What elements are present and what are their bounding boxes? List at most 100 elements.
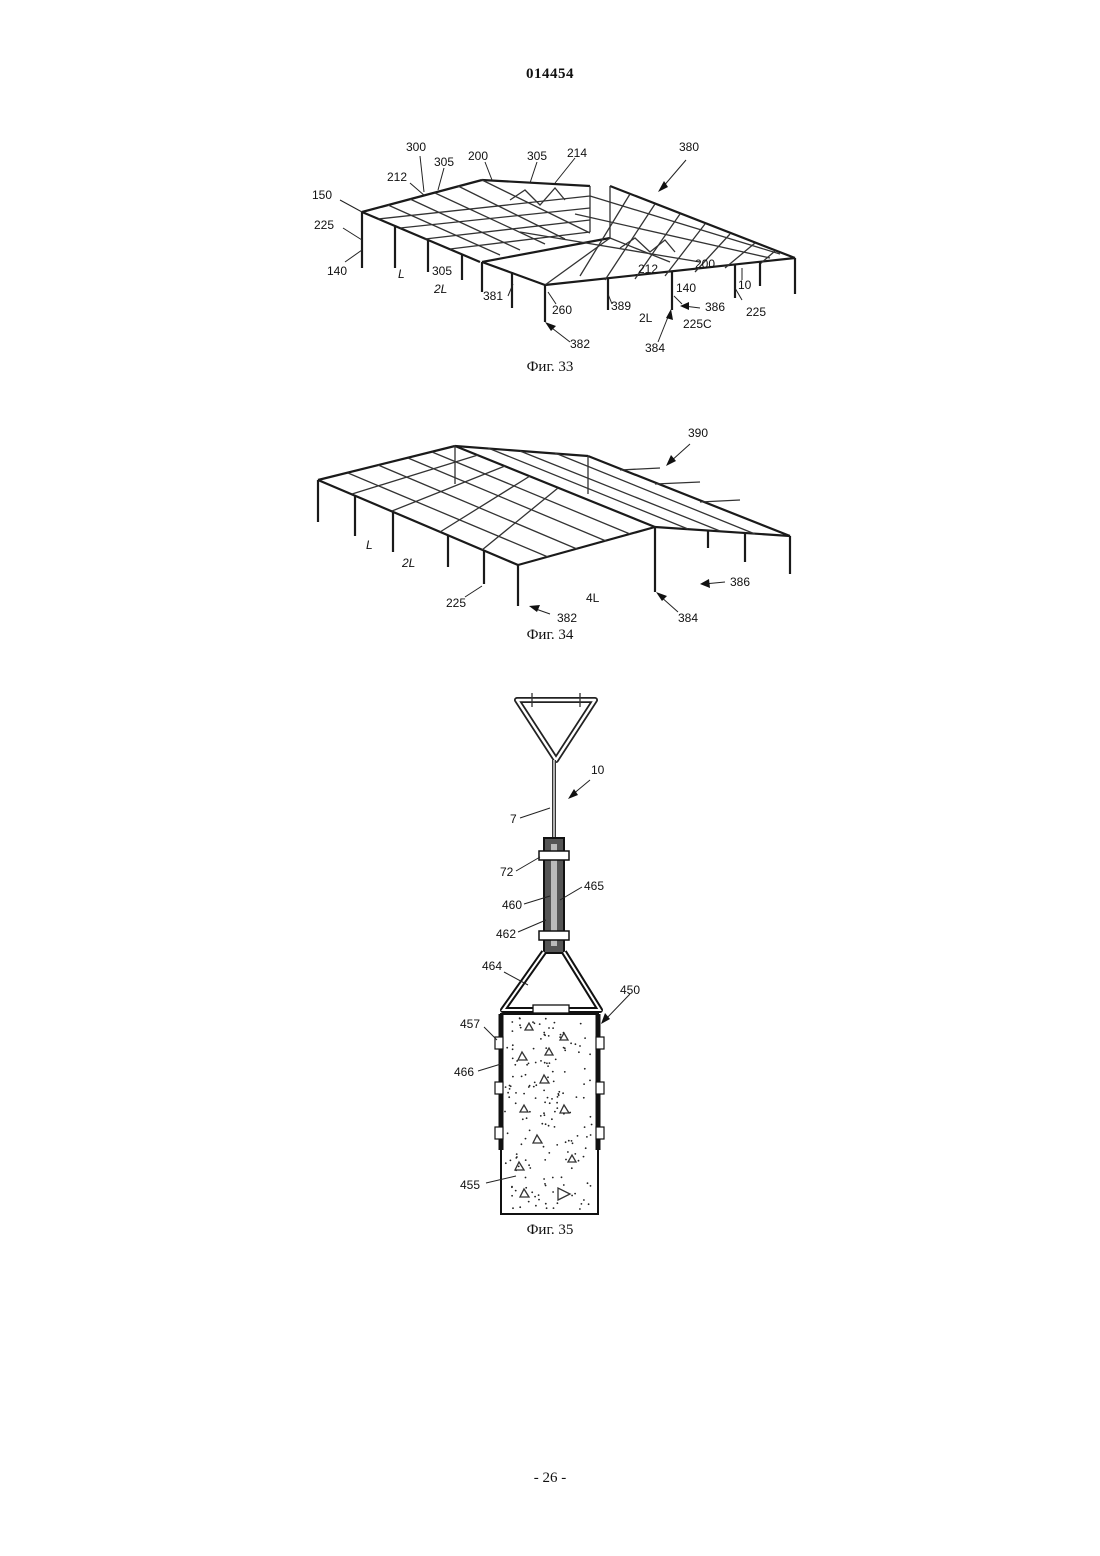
concrete-stipple-dot: [589, 1053, 591, 1055]
concrete-stipple-dot: [512, 1076, 514, 1078]
fig35-sleeve: [539, 838, 569, 953]
concrete-stipple-dot: [525, 1187, 527, 1189]
concrete-stipple-dot: [515, 1190, 517, 1192]
fig33-label: 305: [527, 149, 547, 163]
concrete-stipple-dot: [545, 1047, 547, 1049]
fig34-label: 4L: [586, 591, 600, 605]
fig33-label: 2L: [433, 282, 447, 296]
concrete-stipple-dot: [507, 1092, 509, 1094]
concrete-stipple-dot: [555, 1059, 557, 1061]
concrete-stipple-dot: [583, 1083, 585, 1085]
fig35-label: 450: [620, 983, 640, 997]
concrete-stipple-dot: [557, 1096, 559, 1098]
concrete-stipple-dot: [516, 1060, 518, 1062]
concrete-stipple-dot: [548, 1125, 550, 1127]
concrete-stipple-dot: [535, 1084, 537, 1086]
concrete-stipple-dot: [515, 1169, 517, 1171]
concrete-stipple-dot: [546, 1062, 548, 1064]
concrete-stipple-dot: [551, 1098, 553, 1100]
concrete-stipple-dot: [548, 1152, 550, 1154]
concrete-stipple-dot: [526, 1117, 528, 1119]
concrete-stipple-dot: [544, 1062, 546, 1064]
figure-33-drawing: 300 305 200 305 214 380 212 150 225 140 …: [0, 130, 1100, 360]
fig33-label: 2L: [639, 311, 653, 325]
page-number: - 26 -: [0, 1470, 1100, 1487]
concrete-stipple-dot: [535, 1097, 537, 1099]
fig34-label: 384: [678, 611, 698, 625]
concrete-stipple-dot: [525, 1159, 527, 1161]
concrete-stipple-dot: [564, 1071, 566, 1073]
concrete-stipple-dot: [525, 1074, 527, 1076]
concrete-stipple-dot: [533, 1086, 535, 1088]
concrete-stipple-dot: [574, 1153, 576, 1155]
concrete-stipple-dot: [528, 1201, 530, 1203]
concrete-stipple-dot: [585, 1147, 587, 1149]
fig33-label: 200: [468, 149, 488, 163]
figure-35-drawing: 10 7 72 465 460 462 464 450 457 466 455: [0, 685, 1100, 1225]
figure-35-caption: Фиг. 35: [0, 1222, 1100, 1239]
concrete-stipple-dot: [563, 1047, 565, 1049]
concrete-stipple-dot: [584, 1126, 586, 1128]
concrete-stipple-dot: [590, 1134, 592, 1136]
fig33-labels: 300 305 200 305 214 380 212 150 225 140 …: [312, 140, 766, 355]
fig35-label: 455: [460, 1178, 480, 1192]
concrete-stipple-dot: [583, 1156, 585, 1158]
concrete-stipple-dot: [535, 1205, 537, 1207]
concrete-stipple-dot: [552, 1191, 554, 1193]
concrete-stipple-dot: [521, 1076, 523, 1078]
concrete-stipple-dot: [512, 1044, 514, 1046]
concrete-stipple-dot: [520, 1027, 522, 1029]
fig33-label: 140: [676, 281, 696, 295]
concrete-stipple-dot: [558, 1091, 560, 1093]
concrete-stipple-dot: [574, 1193, 576, 1195]
concrete-stipple-dot: [571, 1195, 573, 1197]
concrete-stipple-dot: [552, 1071, 554, 1073]
concrete-stipple-dot: [588, 1203, 590, 1205]
fig35-label: 460: [502, 898, 522, 912]
concrete-stipple-dot: [580, 1023, 582, 1025]
concrete-stipple-dot: [590, 1116, 592, 1118]
concrete-stipple-dot: [587, 1182, 589, 1184]
fig35-label: 464: [482, 959, 502, 973]
concrete-stipple-dot: [506, 1047, 508, 1049]
concrete-stipple-dot: [538, 1194, 540, 1196]
fig33-label: 381: [483, 289, 503, 303]
fig34-label: 382: [557, 611, 577, 625]
fig35-label: 10: [591, 763, 605, 777]
concrete-stipple-dot: [559, 1036, 561, 1038]
fig33-label: 10: [738, 278, 752, 292]
concrete-stipple-dot: [584, 1068, 586, 1070]
concrete-stipple-dot: [519, 1024, 521, 1026]
concrete-stipple-dot: [554, 1126, 556, 1128]
concrete-stipple-dot: [568, 1140, 570, 1142]
fig33-left-roof: [362, 180, 590, 262]
concrete-stipple-dot: [504, 1111, 506, 1113]
concrete-stipple-dot: [539, 1023, 541, 1025]
concrete-stipple-dot: [556, 1144, 558, 1146]
concrete-stipple-dot: [552, 1177, 554, 1179]
concrete-stipple-dot: [586, 1136, 588, 1138]
concrete-stipple-dot: [557, 1093, 559, 1095]
fig33-label: 382: [570, 337, 590, 351]
concrete-stipple-dot: [577, 1135, 579, 1137]
concrete-stipple-dot: [543, 1146, 545, 1148]
fig35-label: 462: [496, 927, 516, 941]
fig33-label: 260: [552, 303, 572, 317]
concrete-stipple-dot: [529, 1130, 531, 1132]
concrete-stipple-dot: [556, 1107, 558, 1109]
concrete-stipple-dot: [551, 1118, 553, 1120]
concrete-stipple-dot: [543, 1178, 545, 1180]
concrete-stipple-dot: [521, 1143, 523, 1145]
concrete-stipple-dot: [572, 1142, 574, 1144]
concrete-stipple-dot: [548, 1035, 550, 1037]
fig33-label: 150: [312, 188, 332, 202]
concrete-stipple-dot: [552, 1027, 554, 1029]
fig33-label: 386: [705, 300, 725, 314]
concrete-stipple-dot: [569, 1112, 571, 1114]
concrete-stipple-dot: [534, 1082, 536, 1084]
concrete-stipple-dot: [512, 1058, 514, 1060]
concrete-stipple-dot: [508, 1096, 510, 1098]
concrete-stipple-dot: [511, 1021, 513, 1023]
fig35-label: 465: [584, 879, 604, 893]
concrete-stipple-dot: [525, 1177, 527, 1179]
